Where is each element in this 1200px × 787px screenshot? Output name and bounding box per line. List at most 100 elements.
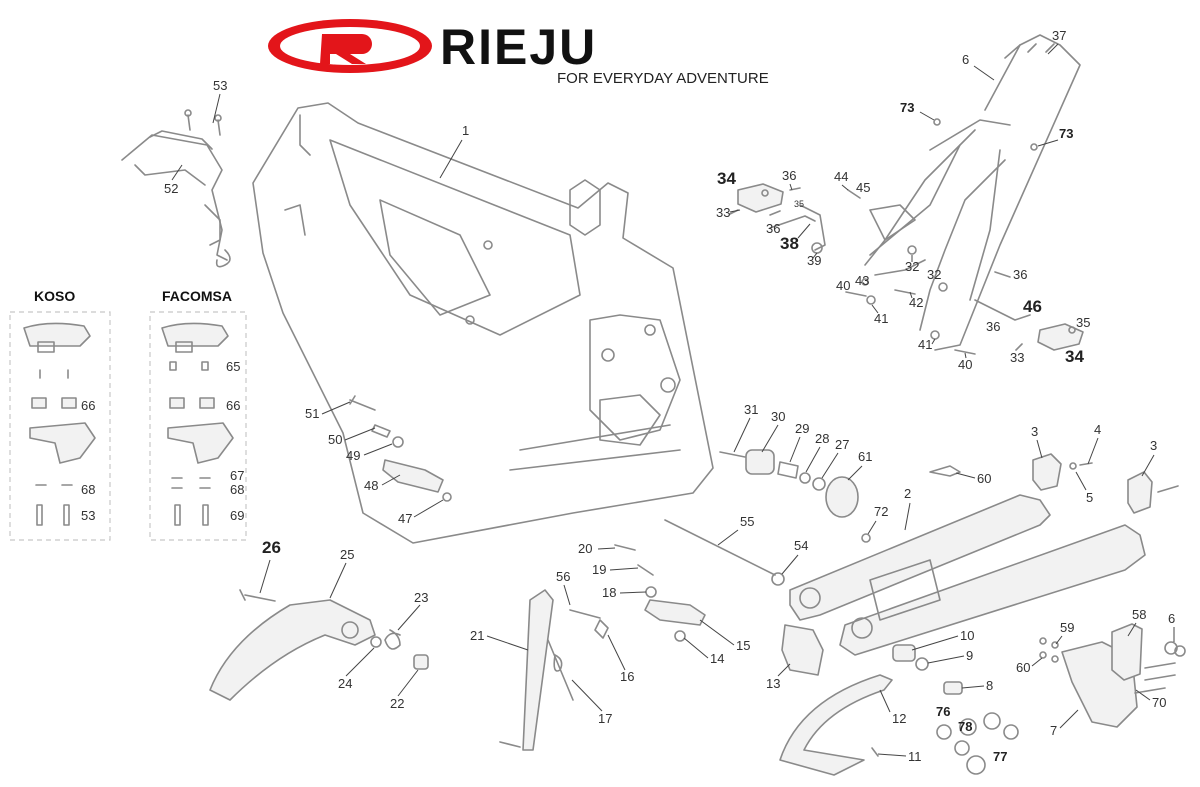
callout-35-left: 35 <box>794 199 804 209</box>
facomsa-box-title: FACOMSA <box>162 288 232 304</box>
callout-12: 12 <box>892 711 906 726</box>
callout-33-right: 33 <box>1010 350 1024 365</box>
callout-25: 25 <box>340 547 354 562</box>
callout-53-koso: 53 <box>81 508 95 523</box>
callout-40-left: 40 <box>836 278 850 293</box>
callout-40-right: 40 <box>958 357 972 372</box>
callout-15: 15 <box>736 638 750 653</box>
callout-36-right-top: 36 <box>1013 267 1027 282</box>
callout-36-mid: 36 <box>766 221 780 236</box>
callout-32-left: 32 <box>905 259 919 274</box>
callout-76: 76 <box>936 704 950 719</box>
callout-68-facomsa: 68 <box>230 482 244 497</box>
callout-2: 2 <box>904 486 911 501</box>
chain-guide-assembly <box>1039 623 1186 728</box>
callout-5: 5 <box>1086 490 1093 505</box>
callout-11: 11 <box>908 749 922 764</box>
callout-66-facomsa: 66 <box>226 398 240 413</box>
callout-28: 28 <box>815 431 829 446</box>
callout-72: 72 <box>874 504 888 519</box>
callout-70: 70 <box>1152 695 1166 710</box>
callout-35-right: 35 <box>1076 315 1090 330</box>
callout-46: 46 <box>1023 297 1042 316</box>
callout-38: 38 <box>780 234 799 253</box>
callout-60-bottom: 60 <box>1016 660 1030 675</box>
rear-subframe <box>864 34 1081 351</box>
brake-pedal-assembly <box>209 589 429 701</box>
callout-23: 23 <box>414 590 428 605</box>
main-frame <box>252 102 714 544</box>
callout-59: 59 <box>1060 620 1074 635</box>
callout-20: 20 <box>578 541 592 556</box>
swingarm <box>789 465 1146 656</box>
brand-logo: RIEJU FOR EVERYDAY ADVENTURE <box>268 19 769 87</box>
callout-54: 54 <box>794 538 808 553</box>
callout-49: 49 <box>346 448 360 463</box>
callout-50: 50 <box>328 432 342 447</box>
headlight-bracket <box>121 109 231 268</box>
callout-43: 43 <box>855 273 869 288</box>
callout-47: 47 <box>398 511 412 526</box>
callout-61: 61 <box>858 449 872 464</box>
callout-18: 18 <box>602 585 616 600</box>
callout-30: 30 <box>771 409 785 424</box>
callout-3-left: 3 <box>1031 424 1038 439</box>
chain-slider-parts <box>779 624 1019 776</box>
callout-51: 51 <box>305 406 319 421</box>
callout-37: 37 <box>1052 28 1066 43</box>
callout-17: 17 <box>598 711 612 726</box>
callout-66-koso: 66 <box>81 398 95 413</box>
callout-6-frame: 6 <box>962 52 969 67</box>
callout-77: 77 <box>993 749 1007 764</box>
callout-56: 56 <box>556 569 570 584</box>
callout-53: 53 <box>213 78 227 93</box>
brand-tagline: FOR EVERYDAY ADVENTURE <box>557 70 769 87</box>
callout-73-left: 73 <box>900 100 914 115</box>
callout-39: 39 <box>807 253 821 268</box>
koso-box-title: KOSO <box>34 288 75 304</box>
facomsa-footrest-box: FACOMSA <box>149 288 247 541</box>
callout-26: 26 <box>262 538 281 557</box>
callout-60-top: 60 <box>977 471 991 486</box>
callout-19: 19 <box>592 562 606 577</box>
callout-69: 69 <box>230 508 244 523</box>
brand-wordmark: RIEJU <box>440 19 597 75</box>
callout-21: 21 <box>470 628 484 643</box>
callout-34-right: 34 <box>1065 347 1084 366</box>
callout-44: 44 <box>834 169 848 184</box>
callout-58: 58 <box>1132 607 1146 622</box>
callout-68-koso: 68 <box>81 482 95 497</box>
callout-1: 1 <box>462 123 469 138</box>
side-stand-assembly <box>499 544 706 751</box>
callout-41-right: 41 <box>918 337 932 352</box>
callout-32-right: 32 <box>927 267 941 282</box>
callout-55: 55 <box>740 514 754 529</box>
callout-6-chain: 6 <box>1168 611 1175 626</box>
callout-36-right-bottom: 36 <box>986 319 1000 334</box>
callout-48: 48 <box>364 478 378 493</box>
koso-footrest-box: KOSO <box>9 288 111 541</box>
callout-42: 42 <box>909 295 923 310</box>
callout-36-top: 36 <box>782 168 796 183</box>
callout-45: 45 <box>856 180 870 195</box>
callout-41-left: 41 <box>874 311 888 326</box>
callout-7: 7 <box>1050 723 1057 738</box>
callout-14: 14 <box>710 651 724 666</box>
chain-guide-parts <box>1032 453 1179 514</box>
callout-34-left: 34 <box>717 169 736 188</box>
swingarm-pivot-parts <box>664 449 859 586</box>
callout-24: 24 <box>338 676 352 691</box>
callout-16: 16 <box>620 669 634 684</box>
callout-73-right: 73 <box>1059 126 1073 141</box>
callout-65: 65 <box>226 359 240 374</box>
callout-4: 4 <box>1094 422 1101 437</box>
callout-3-right: 3 <box>1150 438 1157 453</box>
callout-33-left: 33 <box>716 205 730 220</box>
callout-31: 31 <box>744 402 758 417</box>
callout-10: 10 <box>960 628 974 643</box>
callout-78: 78 <box>958 719 972 734</box>
right-footrest-bracket <box>974 271 1084 351</box>
callout-29: 29 <box>795 421 809 436</box>
callout-67: 67 <box>230 468 244 483</box>
